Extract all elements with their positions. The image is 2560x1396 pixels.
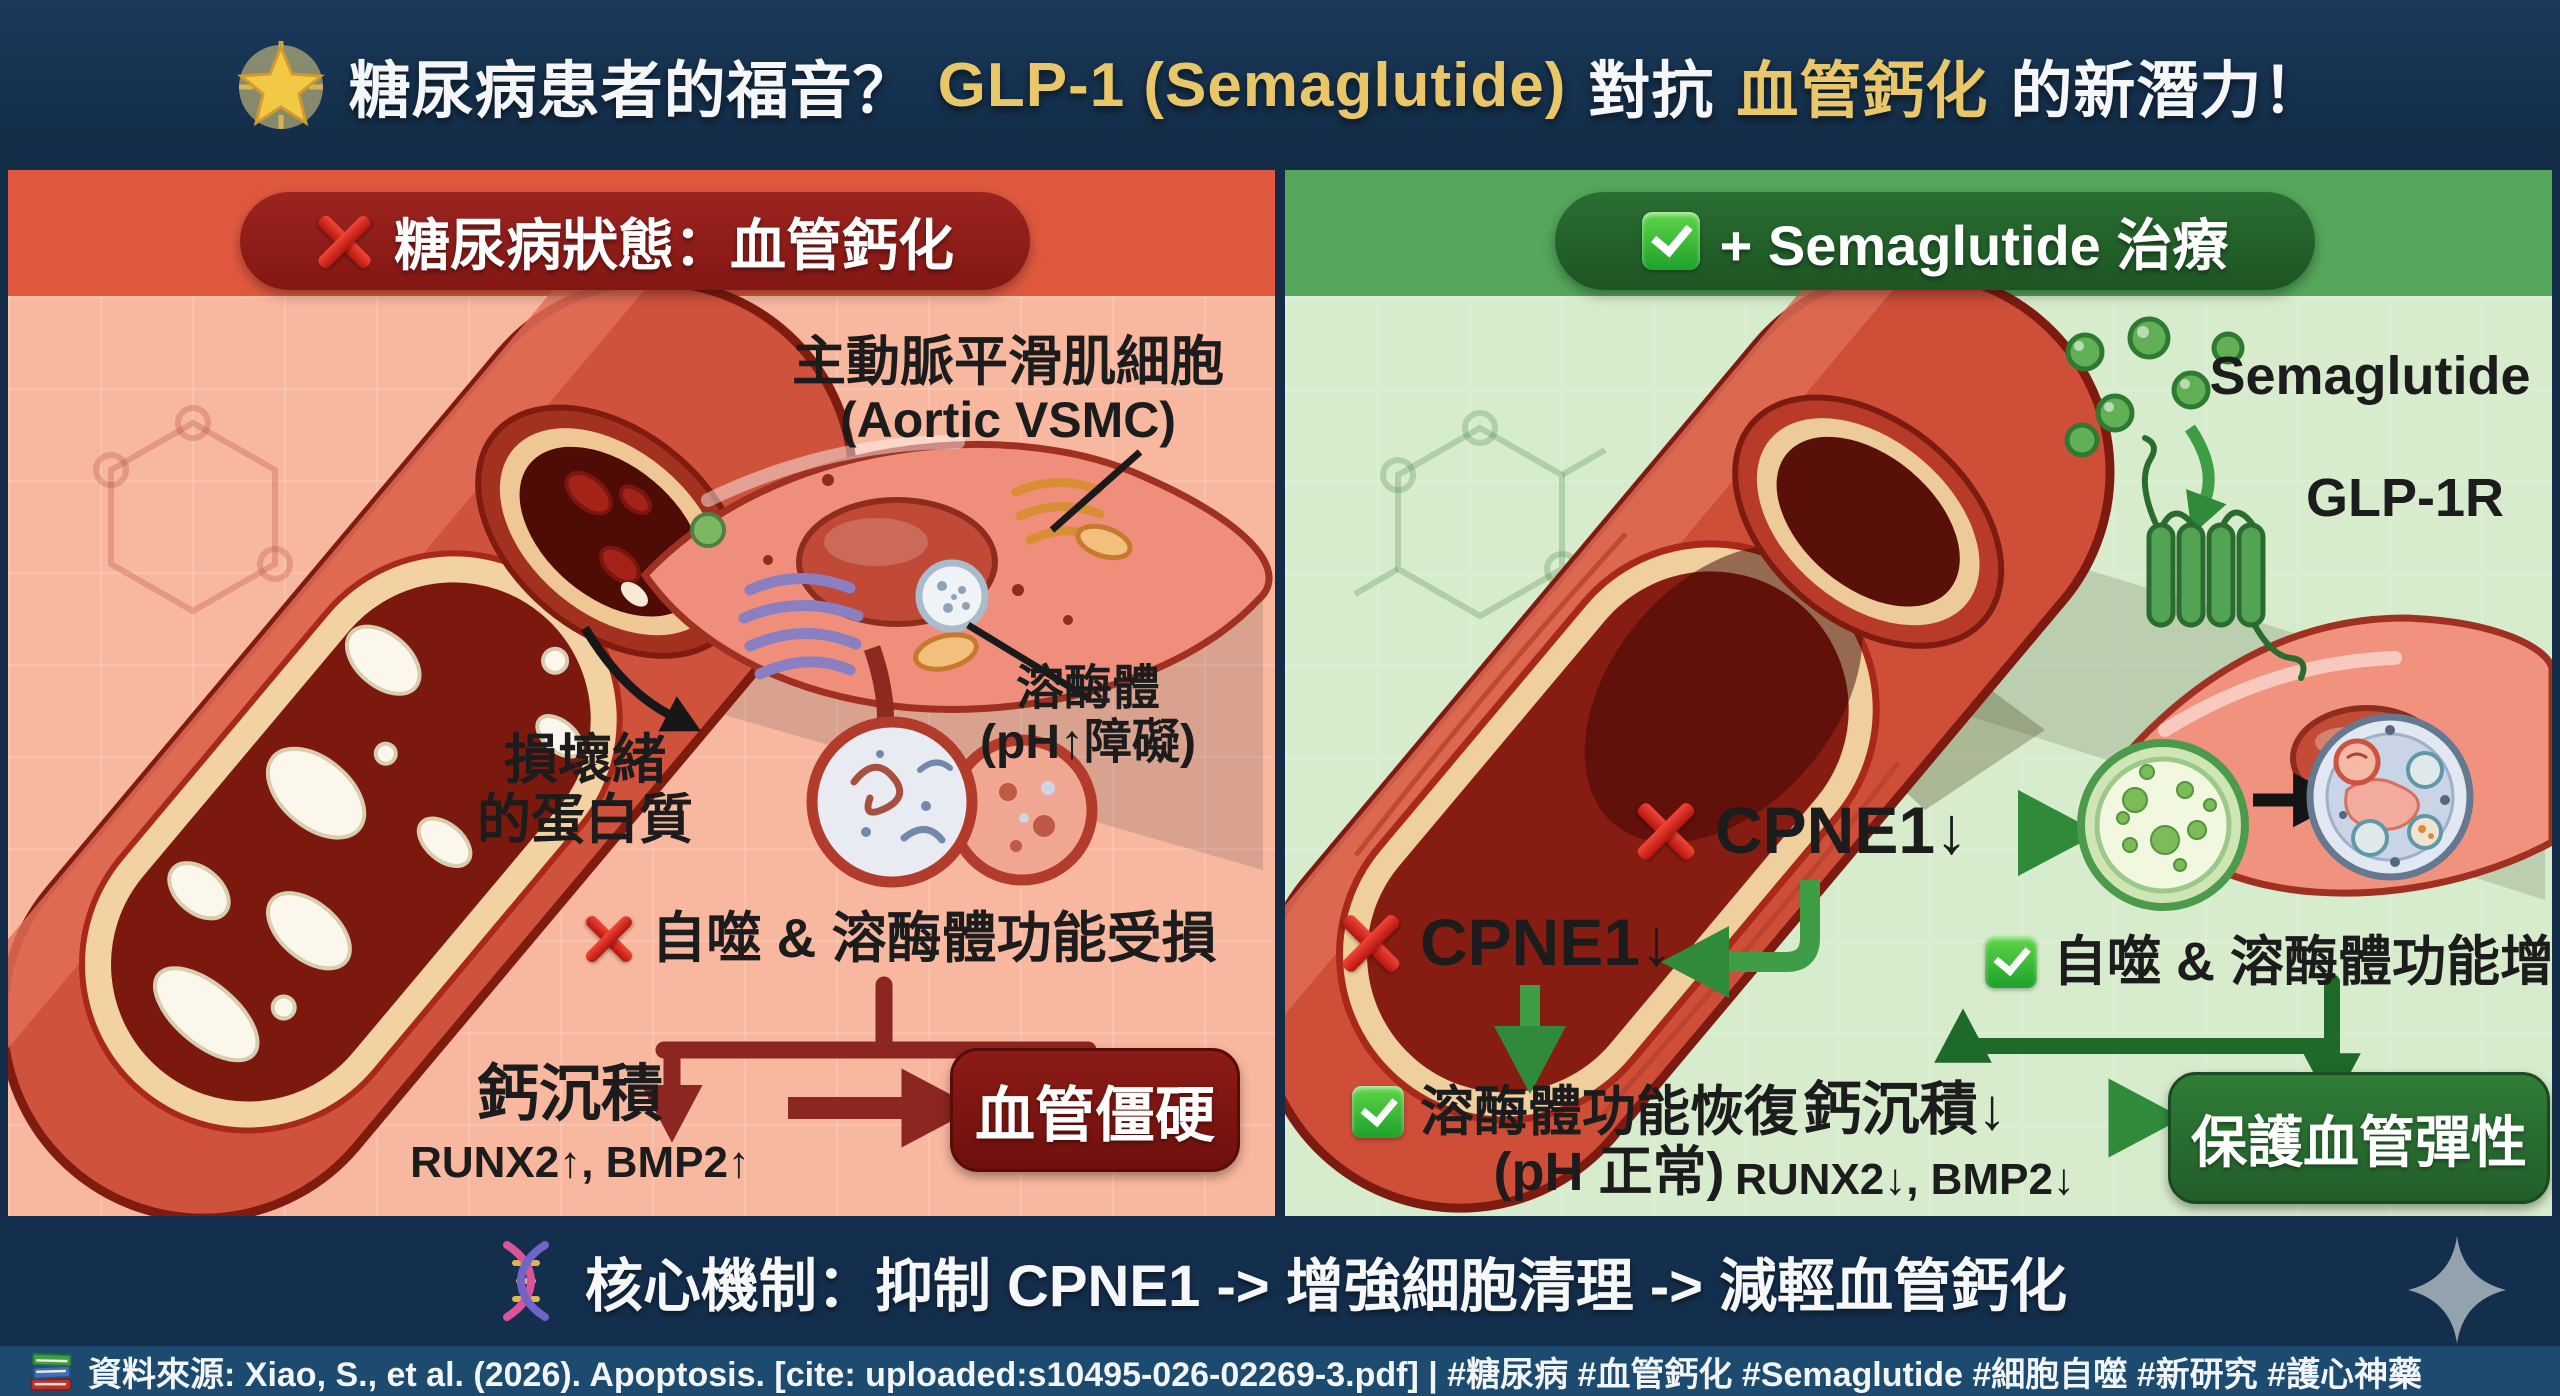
damaged-protein-label: 損壞緒 的蛋白質 (477, 730, 693, 851)
title-part3: 的新潛力！ (2010, 57, 2326, 126)
autophagosome-vesicle (2077, 739, 2249, 911)
title-part2: 對抗 (1588, 57, 1715, 126)
mitochondrion (1075, 523, 1133, 561)
vsmc-cell-diseased (640, 435, 1273, 713)
semaglutide-illustration (1285, 204, 2552, 1213)
vascular-stiffness-box: 血管僵硬 (950, 1048, 1240, 1172)
semaglutide-molecules (2064, 316, 2245, 458)
runx2-bmp2-decrease-label: RUNX2↓, BMP2↓ (1735, 1155, 2075, 1204)
diabetes-panel: 糖尿病狀態：血管鈣化 主動脈平滑肌細胞 (Aortic VSMC) 溶酶體 (p… (8, 170, 1275, 1216)
title-part1: 糖尿病患者的福音？ (348, 57, 916, 126)
source-footer: 資料來源: Xiao, S., et al. (2026). Apoptosis… (0, 1346, 2560, 1396)
impaired-function-label: 自噬 & 溶酶體功能受損 (520, 907, 1275, 970)
vsmc-label: 主動脈平滑肌細胞 (Aortic VSMC) (792, 332, 1224, 449)
calcification-plaques (152, 624, 584, 1063)
lysosome-organelle (915, 559, 989, 633)
lysosome-restored-label: 溶酶體功能恢復 (pH 正常) (1295, 1082, 1855, 1203)
damaged-protein-arrow (581, 625, 702, 732)
fused-vesicle (806, 716, 1098, 888)
header-banner: 糖尿病患者的福音？ GLP-1 (Semaglutide) 對抗 血管鈣化 的新… (0, 0, 2560, 170)
enhanced-function-label: 自噬 & 溶酶體功能增強 (1985, 922, 2552, 1002)
cpne1-elbow-arrow (1661, 880, 1820, 998)
healthy-vessel (1285, 204, 2115, 1213)
cross-mark-icon (583, 913, 635, 965)
mitochondrion (913, 632, 979, 672)
source-text: 資料來源: Xiao, S., et al. (2026). Apoptosis… (88, 1355, 2423, 1394)
cross-mark-icon (1635, 800, 1697, 862)
semaglutide-panel: + Semaglutide 治療 Semaglutide GLP-1R CPNE… (1285, 170, 2552, 1216)
vessel-open-end (1732, 394, 2005, 649)
cross-mark-icon (316, 212, 374, 270)
enhanced-branch-arrow (1934, 974, 2361, 1108)
semaglutide-banner: + Semaglutide 治療 (1555, 192, 2315, 290)
glowing-star-icon (236, 41, 325, 129)
check-mark-icon (1985, 936, 2037, 988)
mechanism-text: 核心機制：抑制 CPNE1 -> 增強細胞清理 -> 減輕血管鈣化 (584, 1254, 2068, 1319)
check-mark-icon (1352, 1086, 1404, 1139)
runx2-bmp2-label: RUNX2↑, BMP2↑ (410, 1138, 750, 1187)
diabetes-banner: 糖尿病狀態：血管鈣化 (240, 192, 1030, 290)
vsmc-pointer-line (1049, 449, 1143, 533)
diabetes-banner-label: 糖尿病狀態：血管鈣化 (394, 213, 954, 277)
glp1r-receptor (2141, 435, 2307, 681)
mechanism-banner: 核心機制：抑制 CPNE1 -> 增強細胞清理 -> 減輕血管鈣化 (0, 1216, 2560, 1346)
check-mark-icon (1641, 212, 1700, 270)
vascular-elasticity-box: 保護血管彈性 (2168, 1072, 2550, 1204)
lysosome-pointer-line (966, 622, 1090, 701)
glp1r-label: GLP-1R (2305, 468, 2505, 528)
calcium-decrease-label: 鈣沉積↓ (1803, 1077, 2007, 1142)
green-organelle (690, 512, 726, 548)
cross-mark-icon (1340, 912, 1402, 974)
comparison-panels: 糖尿病狀態：血管鈣化 主動脈平滑肌細胞 (Aortic VSMC) 溶酶體 (p… (0, 170, 2560, 1216)
calcified-vessel (8, 214, 858, 1216)
title-highlight-glp1: GLP-1 (Semaglutide) (937, 50, 1567, 120)
sparkle-icon (2408, 1236, 2506, 1344)
binding-arrow (2184, 424, 2227, 535)
calcium-deposit-label: 鈣沉積 (476, 1060, 663, 1129)
cpne1-top-label: CPNE1↓ (1635, 788, 1968, 874)
golgi-apparatus (738, 572, 864, 680)
books-icon (30, 1353, 72, 1391)
dna-icon (502, 1241, 549, 1321)
cpne1-left-label: CPNE1↓ (1340, 900, 1673, 986)
autolysosome-vesicle (2306, 713, 2474, 881)
lysosome-label: 溶酶體 (pH↑障礙) (980, 662, 1196, 769)
semaglutide-label: Semaglutide (2209, 346, 2531, 406)
diabetes-illustration (8, 214, 1273, 1216)
red-blood-cells (564, 470, 652, 585)
title-highlight-calcification: 血管鈣化 (1736, 57, 1989, 126)
semaglutide-banner-label: + Semaglutide 治療 (1719, 213, 2229, 277)
